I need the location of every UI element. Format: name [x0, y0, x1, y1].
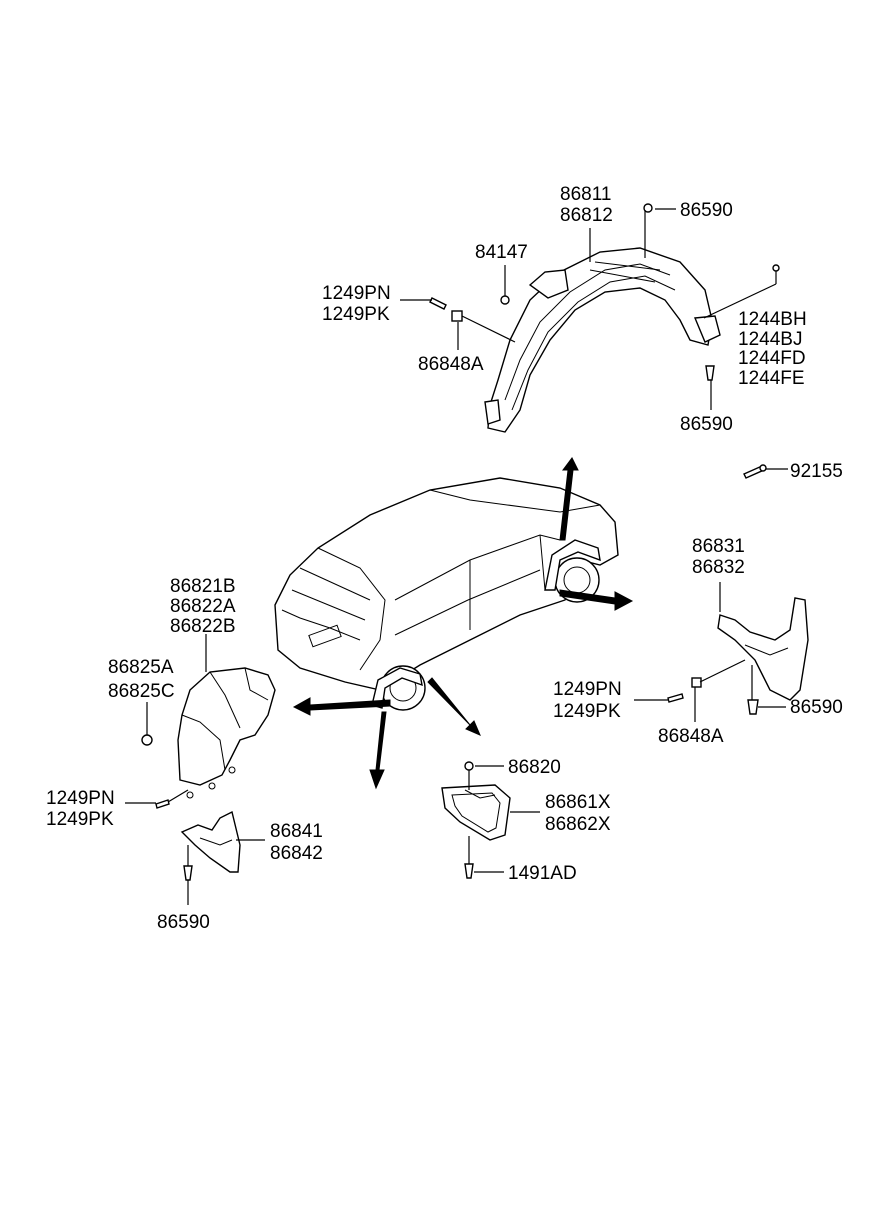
nut-86848a-top: [451, 310, 463, 322]
label-86811: 86811: [560, 184, 611, 205]
screw-1249pn-left: [155, 799, 170, 809]
label-86848a-top: 86848A: [418, 354, 484, 375]
mudflap-rear-right: [717, 597, 809, 701]
label-92155: 92155: [790, 461, 843, 482]
label-1249pn-right: 1249PN: [553, 679, 622, 700]
clip-86590-left: [183, 865, 193, 881]
leader-1244bh: [703, 283, 777, 319]
mudguard-center: [441, 784, 511, 841]
rear-wheel-guard: [484, 247, 721, 433]
label-86590-top: 86590: [680, 200, 733, 221]
label-86862x: 86862X: [545, 814, 611, 835]
label-1249pk-right: 1249PK: [553, 701, 621, 722]
bolt-1491ad: [464, 863, 474, 879]
label-1244bj: 1244BJ: [738, 329, 802, 350]
label-86831: 86831: [692, 536, 745, 557]
label-86820: 86820: [508, 757, 561, 778]
label-86861x: 86861X: [545, 792, 611, 813]
clip-86590-top: [643, 203, 653, 213]
label-1244fe: 1244FE: [738, 368, 805, 389]
clip-84147: [500, 295, 510, 305]
label-86821b: 86821B: [170, 576, 236, 597]
label-1244bh: 1244BH: [738, 309, 807, 330]
label-86848a-right: 86848A: [658, 726, 724, 747]
label-1249pk-top: 1249PK: [322, 304, 390, 325]
clip-86825a: [141, 734, 153, 746]
label-86825a: 86825A: [108, 657, 174, 678]
label-86822a: 86822A: [170, 596, 236, 617]
label-86832: 86832: [692, 557, 745, 578]
label-86822b: 86822B: [170, 616, 236, 637]
label-86841: 86841: [270, 821, 323, 842]
clip-86590-right: [705, 365, 715, 381]
label-86590-left: 86590: [157, 912, 210, 933]
label-86590-right2: 86590: [790, 697, 843, 718]
front-wheel-guard: [177, 667, 276, 799]
clip-86590-right2: [747, 699, 759, 715]
label-1491ad: 1491AD: [508, 863, 577, 884]
leader-86848a-flap: [699, 659, 746, 683]
label-84147: 84147: [475, 242, 528, 263]
car-body: [274, 477, 619, 711]
nut-86848a-right: [691, 677, 702, 688]
screw-1249pn-right: [667, 693, 684, 703]
label-1249pk-left: 1249PK: [46, 809, 114, 830]
screw-92155: [743, 464, 767, 479]
label-1249pn-left: 1249PN: [46, 788, 115, 809]
clip-86820: [464, 761, 474, 771]
label-1244fd: 1244FD: [738, 348, 806, 369]
mudflap-front-left: [180, 810, 241, 873]
label-86590-right: 86590: [680, 414, 733, 435]
label-1249pn-top: 1249PN: [322, 283, 391, 304]
bolt-1244: [772, 264, 780, 284]
label-86825c: 86825C: [108, 681, 175, 702]
screw-1249pn-top: [429, 297, 447, 310]
arrows: [292, 457, 634, 790]
label-86842: 86842: [270, 843, 323, 864]
leader-86848a-guard: [461, 315, 516, 343]
leader-1249pn-guard: [167, 789, 189, 803]
label-86812: 86812: [560, 205, 613, 226]
